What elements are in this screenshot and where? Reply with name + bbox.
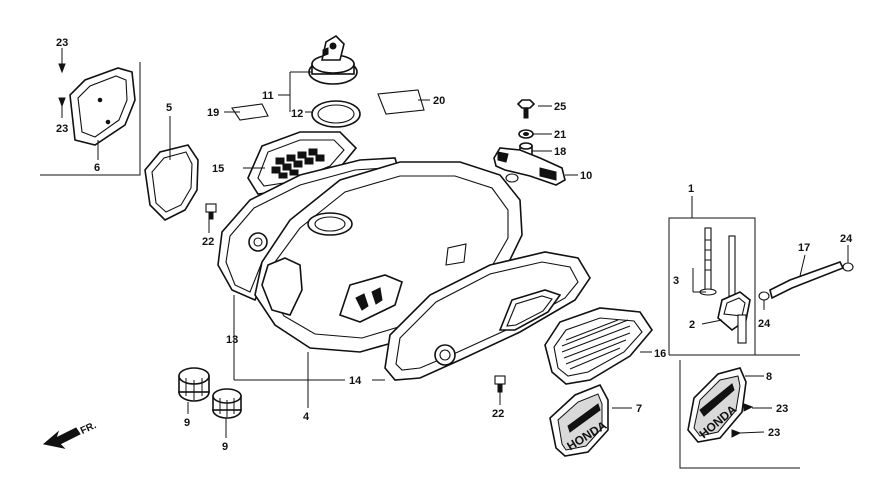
washer-part-21	[518, 129, 534, 139]
screw-23-icon	[58, 97, 66, 108]
callout-18: 18	[554, 146, 566, 158]
callout-3: 3	[673, 275, 679, 287]
callout-12: 12	[291, 108, 303, 120]
knee-pad-ribs	[561, 319, 631, 370]
cover-group-box	[40, 62, 141, 176]
callout-23: 23	[768, 427, 780, 439]
screw-23-icon	[743, 403, 754, 412]
cap-gasket-part-12	[311, 100, 361, 128]
callout-19: 19	[207, 107, 219, 119]
callout-22: 22	[202, 236, 214, 248]
callout-23: 23	[56, 37, 68, 49]
emblem-label-19	[231, 103, 269, 121]
callout-8: 8	[766, 371, 772, 383]
callout-24: 24	[758, 318, 771, 330]
gasket-part-5	[144, 144, 199, 221]
front-direction-label: FR.	[79, 420, 98, 437]
callout-10: 10	[580, 170, 592, 182]
hose-clip-24-icon	[842, 262, 854, 272]
front-direction-arrow-icon: FR.	[42, 420, 98, 449]
bolt-part-25	[516, 99, 536, 119]
bracket-part-10	[493, 147, 566, 186]
tank-side-panel-part-14	[384, 251, 591, 381]
side-cover-part-6	[69, 67, 136, 146]
emblem-label-20	[377, 89, 425, 115]
callout-15: 15	[212, 163, 224, 175]
callout-7: 7	[636, 403, 642, 415]
callout-14: 14	[349, 375, 362, 387]
callout-5: 5	[166, 102, 172, 114]
fuel-hose-part-17	[769, 261, 845, 300]
tank-emblem-part-7: HONDA	[549, 383, 609, 457]
bolt-22-icon	[205, 203, 217, 220]
callout-22: 22	[492, 408, 504, 420]
callout-20: 20	[433, 95, 445, 107]
callout-11: 11	[262, 90, 274, 102]
fuel-tap-part-2	[717, 291, 751, 344]
hose-clip-24-icon	[758, 291, 770, 301]
callout-1: 1	[688, 183, 694, 195]
fuel-tap-bolts-part-3	[699, 227, 736, 297]
rubber-cushion-part-9	[212, 388, 242, 419]
callout-9: 9	[222, 441, 228, 453]
bolt-22-icon	[494, 375, 506, 393]
callout-13: 13	[226, 334, 238, 346]
callout-23: 23	[776, 403, 788, 415]
fuel-cap-part-11	[308, 34, 358, 85]
tank-emblem-part-8: HONDA	[687, 367, 747, 443]
screw-23-icon	[731, 429, 742, 438]
callout-6: 6	[94, 162, 100, 174]
knee-pad-rubber-grid	[271, 148, 325, 179]
rubber-cushion-part-9	[178, 367, 210, 402]
callout-25: 25	[554, 101, 566, 113]
callout-17: 17	[798, 242, 810, 254]
callout-4: 4	[303, 411, 310, 423]
knee-pad-part-16	[544, 307, 653, 385]
screw-23-icon	[58, 63, 66, 74]
callout-21: 21	[554, 129, 566, 141]
callout-9: 9	[184, 417, 190, 429]
callout-16: 16	[654, 348, 666, 360]
callout-2: 2	[689, 319, 695, 331]
callout-23: 23	[56, 123, 68, 135]
leader-lines	[61, 48, 849, 438]
callout-24: 24	[840, 233, 853, 245]
callout-labels: 23 23 6 5 22 19 15 11 12 20 25 21 18 10 …	[56, 37, 853, 453]
emblem-group-box	[679, 354, 800, 469]
